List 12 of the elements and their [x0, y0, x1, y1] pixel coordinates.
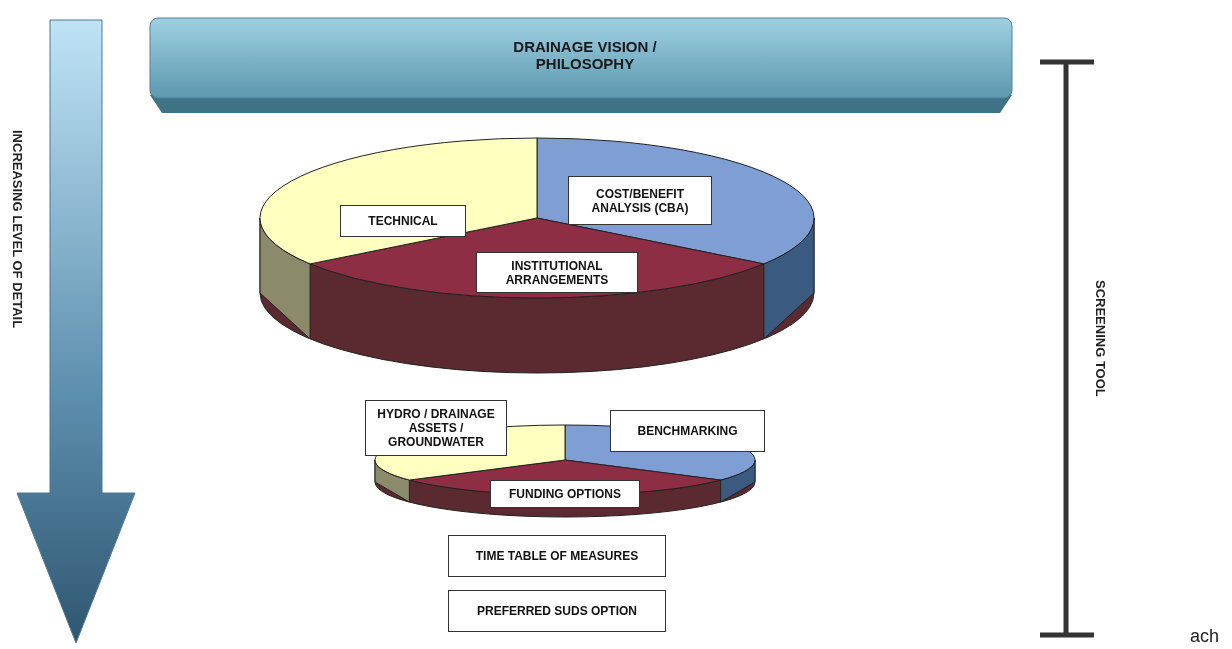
slice-label: COST/BENEFIT ANALYSIS (CBA): [568, 176, 712, 225]
slice-label: BENCHMARKING: [610, 410, 765, 452]
banner-title: DRAINAGE VISION / PHILOSOPHY: [512, 38, 658, 72]
slice-label: TECHNICAL: [340, 205, 466, 237]
bracket-label: SCREENING TOOL: [1093, 280, 1108, 397]
slice-label: HYDRO / DRAINAGE ASSETS / GROUNDWATER: [365, 400, 507, 456]
step-label: PREFERRED SUDS OPTION: [448, 590, 666, 632]
slice-label: FUNDING OPTIONS: [490, 480, 640, 508]
step-label: TIME TABLE OF MEASURES: [448, 535, 666, 577]
slice-label: INSTITUTIONAL ARRANGEMENTS: [476, 252, 638, 293]
axis-label: INCREASING LEVEL OF DETAIL: [10, 130, 25, 329]
note-text: ach: [1190, 626, 1220, 647]
